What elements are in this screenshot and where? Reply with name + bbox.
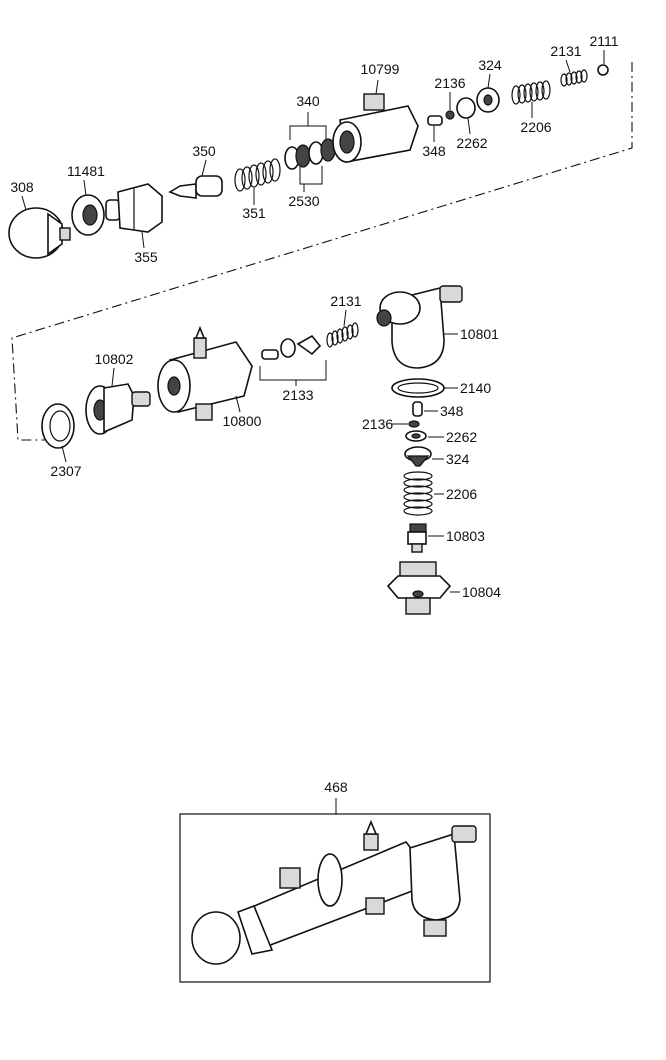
label-348-bottom: 348	[440, 403, 464, 419]
part-324-valve-bottom	[404, 446, 432, 467]
part-308-knob	[8, 207, 71, 259]
label-308: 308	[10, 179, 34, 195]
label-2206-top: 2206	[520, 119, 551, 135]
label-2136-bottom: 2136	[362, 416, 393, 432]
part-2136-ring-top	[445, 110, 455, 120]
part-351-spring	[234, 158, 281, 192]
part-350-stem	[168, 175, 223, 199]
part-10802-fitting	[85, 383, 151, 435]
part-2262-seat-bottom	[405, 430, 427, 442]
label-10802: 10802	[95, 351, 134, 367]
label-2206-bottom: 2206	[446, 486, 477, 502]
label-2133: 2133	[282, 387, 313, 403]
label-355: 355	[134, 249, 158, 265]
assembled-unit-drawing	[191, 819, 477, 965]
part-2262-seat-top	[456, 97, 476, 119]
label-324-top: 324	[478, 57, 502, 73]
label-468: 468	[324, 779, 348, 795]
part-2206-spring-bottom	[403, 471, 433, 516]
part-10800-body	[157, 325, 253, 421]
part-10804-base	[386, 561, 452, 615]
part-324-valve-top	[476, 87, 500, 113]
label-10800: 10800	[223, 413, 262, 429]
label-348-top: 348	[422, 143, 446, 159]
label-10803: 10803	[446, 528, 485, 544]
part-2111-ball	[597, 64, 609, 76]
part-2131-spring-mid	[326, 322, 359, 348]
part-2136-ring-bottom	[408, 420, 420, 428]
assembly-frame	[179, 813, 491, 983]
part-11481-nut	[71, 194, 105, 236]
part-2307-washer	[41, 403, 75, 449]
part-355-cap	[105, 183, 163, 233]
part-2206-spring-top	[511, 80, 551, 105]
label-10799: 10799	[361, 61, 400, 77]
label-350: 350	[192, 143, 216, 159]
label-2131-mid: 2131	[330, 293, 361, 309]
label-10801: 10801	[460, 326, 499, 342]
label-351: 351	[242, 205, 266, 221]
label-2111: 2111	[589, 33, 618, 49]
part-348-pin-top	[427, 115, 443, 126]
label-2131-top: 2131	[550, 43, 581, 59]
upper-leader-lines	[21, 50, 605, 249]
label-2262-bottom: 2262	[446, 429, 477, 445]
part-348-pin-bottom	[412, 401, 423, 417]
part-10803-plug	[407, 523, 427, 553]
middle-leader-lines	[61, 309, 460, 593]
label-2140: 2140	[460, 380, 491, 396]
part-2131-spring-top	[560, 69, 588, 87]
label-2307: 2307	[50, 463, 81, 479]
label-10804: 10804	[462, 584, 501, 600]
label-2262-top: 2262	[456, 135, 487, 151]
part-10801-elbow	[376, 285, 463, 369]
label-2136-top: 2136	[434, 75, 465, 91]
part-2530-rings	[284, 138, 336, 170]
assembly-path-line	[11, 62, 633, 441]
label-324-bottom: 324	[446, 451, 470, 467]
label-2530: 2530	[288, 193, 319, 209]
part-10799-body	[332, 93, 419, 163]
part-2140-oring	[391, 378, 445, 398]
part-2133-valve-set	[261, 334, 322, 360]
label-340: 340	[296, 93, 320, 109]
label-11481: 11481	[67, 163, 105, 179]
